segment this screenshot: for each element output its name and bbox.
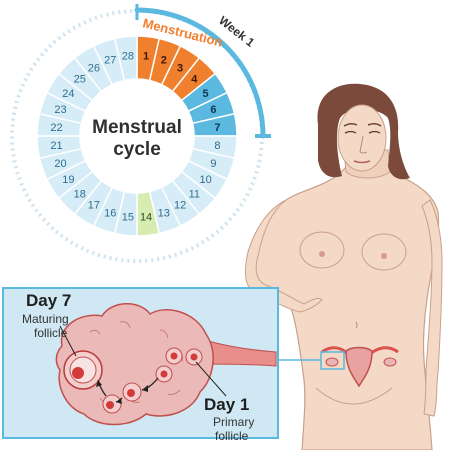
- day-label-27: 27: [104, 55, 116, 67]
- day-label-26: 26: [88, 62, 100, 74]
- follicle-stage-a-egg: [106, 401, 114, 409]
- day-label-16: 16: [104, 207, 116, 219]
- maturing-follicle-egg: [72, 367, 84, 379]
- woman-nipple-left: [319, 251, 325, 257]
- ovary-small-right: [383, 357, 397, 367]
- day-label-8: 8: [214, 140, 220, 152]
- woman-eyebrows: [343, 122, 382, 127]
- day-label-15: 15: [122, 211, 134, 223]
- day-label-12: 12: [174, 200, 186, 212]
- week-arc: [134, 7, 266, 139]
- day-label-10: 10: [199, 174, 211, 186]
- woman-mouth: [353, 160, 371, 164]
- woman-nose: [359, 135, 368, 154]
- day-label-18: 18: [74, 188, 86, 200]
- day-label-13: 13: [158, 207, 170, 219]
- arrowhead-3: [96, 380, 102, 387]
- follicle-stage-c-egg: [160, 370, 168, 378]
- woman-hair: [317, 83, 410, 180]
- woman-arm-right: [421, 199, 443, 417]
- follicle-stage-d-egg: [170, 352, 178, 360]
- follicle-stage-b-egg: [127, 389, 135, 397]
- day1-label: Day 1: [204, 395, 249, 414]
- day-label-4: 4: [191, 74, 198, 86]
- day1-leader-line: [195, 361, 227, 397]
- woman-face: [337, 104, 387, 172]
- woman-eyes: [344, 130, 381, 134]
- day1-desc-line1: Primary: [213, 415, 254, 429]
- woman-breast-left: [299, 231, 345, 269]
- day-label-20: 20: [54, 158, 66, 170]
- day-label-7: 7: [214, 122, 220, 134]
- day-label-1: 1: [143, 51, 149, 63]
- center-subtitle: cycle: [113, 139, 161, 160]
- day-label-2: 2: [161, 55, 167, 67]
- day7-desc-line1: Maturing: [22, 312, 69, 326]
- center-disc: [80, 79, 194, 193]
- ovary-inset: Day 7 Maturing follicle Day 1 Primary fo…: [2, 287, 279, 443]
- day-label-23: 23: [54, 104, 66, 116]
- day-label-6: 6: [210, 104, 216, 116]
- woman-nipple-right: [381, 253, 387, 259]
- day-label-25: 25: [74, 74, 86, 86]
- ovary-small-left: [325, 357, 339, 367]
- day-label-17: 17: [88, 200, 100, 212]
- arrowhead-2: [116, 398, 122, 404]
- day-label-9: 9: [210, 158, 216, 170]
- day-label-14: 14: [140, 211, 152, 223]
- woman-figure: [244, 83, 443, 450]
- day-label-21: 21: [50, 140, 62, 152]
- day-label-19: 19: [62, 174, 74, 186]
- day-label-5: 5: [203, 88, 209, 100]
- uterus: [277, 346, 399, 388]
- woman-breast-right: [361, 233, 407, 271]
- center-title: Menstrual: [92, 117, 182, 138]
- woman-navel: [355, 321, 358, 329]
- fallopian-tube: [204, 339, 277, 367]
- day1-desc-line2: follicle: [215, 429, 249, 443]
- uterus-body: [345, 346, 373, 388]
- day7-leader-line: [59, 325, 77, 357]
- day-label-24: 24: [62, 88, 74, 100]
- day-label-28: 28: [122, 51, 134, 63]
- primary-follicle-egg: [190, 353, 198, 361]
- day7-label: Day 7: [26, 291, 71, 310]
- woman-arm-left: [244, 199, 323, 313]
- woman-hip-line: [315, 387, 393, 405]
- day-label-11: 11: [189, 188, 200, 200]
- arrowhead-1: [142, 385, 148, 392]
- day-label-22: 22: [50, 122, 62, 134]
- day7-desc-line2: follicle: [34, 326, 68, 340]
- day-label-3: 3: [177, 62, 183, 74]
